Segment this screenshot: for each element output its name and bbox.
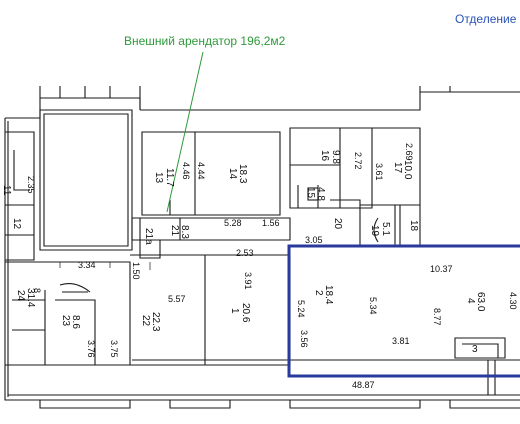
room-area: 8.3: [179, 225, 190, 239]
room-number: 21: [169, 225, 180, 237]
room-area: 18.4: [323, 285, 334, 305]
room-area: 4.8: [315, 187, 326, 201]
dimension-label: 1.50: [131, 262, 141, 280]
room-number: 17: [392, 162, 403, 174]
dimension-label: 2.72: [353, 152, 363, 170]
room-number: 1: [229, 308, 240, 314]
dimension-label: 5.57: [168, 294, 186, 304]
dimension-label: 3.05: [305, 235, 323, 245]
room-number: 12: [11, 218, 22, 230]
dimension-label: 4.44: [196, 162, 206, 180]
dimension-label: 3.91: [243, 272, 253, 290]
dimension-label: 8.77: [432, 308, 442, 326]
room-number: 11: [1, 185, 12, 196]
room-number: 20: [332, 218, 343, 230]
highlight-frame: [287, 244, 520, 378]
room-number: 4: [465, 298, 476, 304]
dimension-label: 3.81: [392, 336, 410, 346]
room-area: 18.3: [237, 164, 248, 184]
room-area: 8.6: [70, 315, 81, 329]
room-number: 2: [313, 290, 324, 296]
dimension-label: 2.35: [26, 176, 36, 194]
dimension-label: 48.87: [352, 380, 375, 390]
room-number: 21а: [143, 228, 154, 245]
room-area: 11.7: [164, 168, 175, 187]
room-area: 22.3: [150, 312, 161, 332]
dimension-label: 3.56: [299, 330, 309, 348]
dimension-label: 2.69: [404, 143, 414, 161]
dimension-label: 3.76: [86, 340, 96, 358]
room-number: 16: [319, 150, 330, 162]
dimension-label: 3.61: [374, 163, 384, 181]
room-number: 3: [472, 344, 478, 355]
room-area: 10.0: [402, 160, 413, 180]
dimension-label: 8: [32, 288, 42, 293]
room-number: 19: [369, 225, 380, 237]
dimension-label: 4.46: [181, 162, 191, 180]
dimension-label: 10.37: [430, 264, 453, 274]
room-number: 14: [227, 168, 238, 180]
room-number: 23: [60, 315, 71, 327]
room-area: 20.6: [240, 303, 251, 323]
department-annotation: Отделение: [455, 12, 517, 26]
dimension-label: 5.24: [296, 300, 306, 318]
room-area: 63.0: [475, 292, 486, 312]
room-number: 13: [153, 172, 164, 184]
room-area: 5.1: [380, 222, 391, 236]
dimension-label: 5.34: [368, 297, 378, 315]
tenant-annotation: Внешний арендатор 196,2м2: [124, 34, 286, 48]
room-number: 24: [15, 290, 26, 302]
room-number: 22: [140, 315, 151, 327]
dimension-label: 4.30: [508, 292, 518, 310]
dimension-label: 3.75: [109, 340, 119, 358]
room-number: 15: [305, 187, 316, 199]
room-area: 9.8: [330, 150, 341, 164]
dimension-label: 2.53: [236, 248, 254, 258]
room-number: 18: [408, 220, 419, 232]
dimension-label: 5.28: [224, 218, 242, 228]
dimension-label: 1.56: [262, 218, 280, 228]
room-area: 31.4: [25, 288, 36, 308]
dimension-label: 3.34: [78, 260, 96, 270]
